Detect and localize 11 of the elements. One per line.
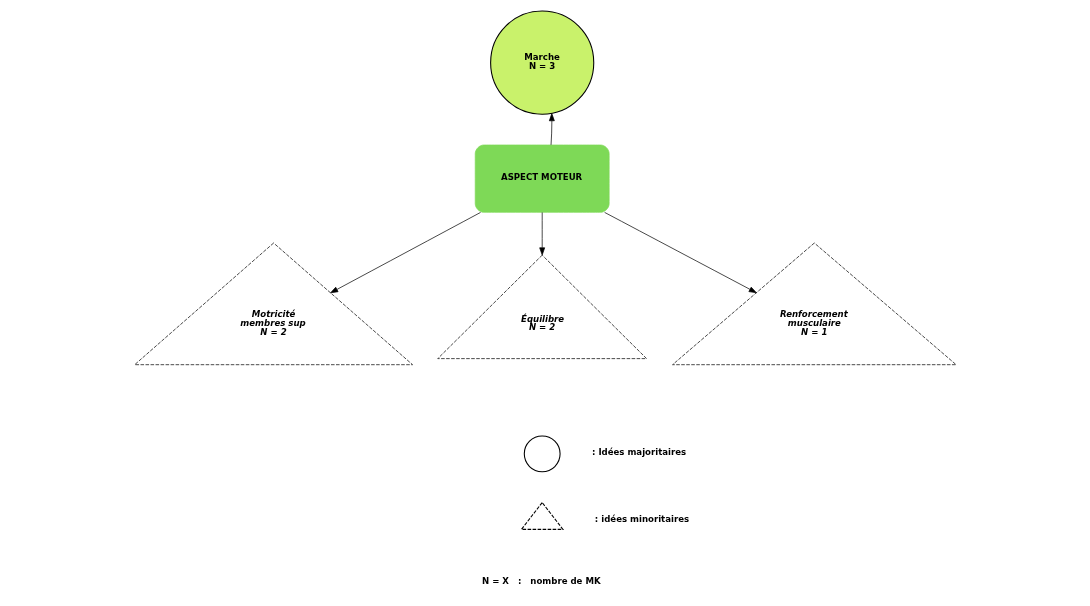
node-circle: [523, 435, 561, 473]
node-circle: Marche N = 3: [489, 10, 594, 115]
arrow: [603, 212, 757, 294]
legend-label: : idées minoritaires: [594, 513, 689, 524]
legend-label: : Idées majoritaires: [591, 447, 686, 458]
node-triangle: [519, 501, 564, 530]
arrow: [548, 113, 555, 146]
arrow: [538, 212, 545, 256]
label: N = X : nombre de MK: [481, 575, 601, 586]
node-box: ASPECT MOTEUR: [474, 144, 609, 213]
arrow: [329, 212, 481, 294]
